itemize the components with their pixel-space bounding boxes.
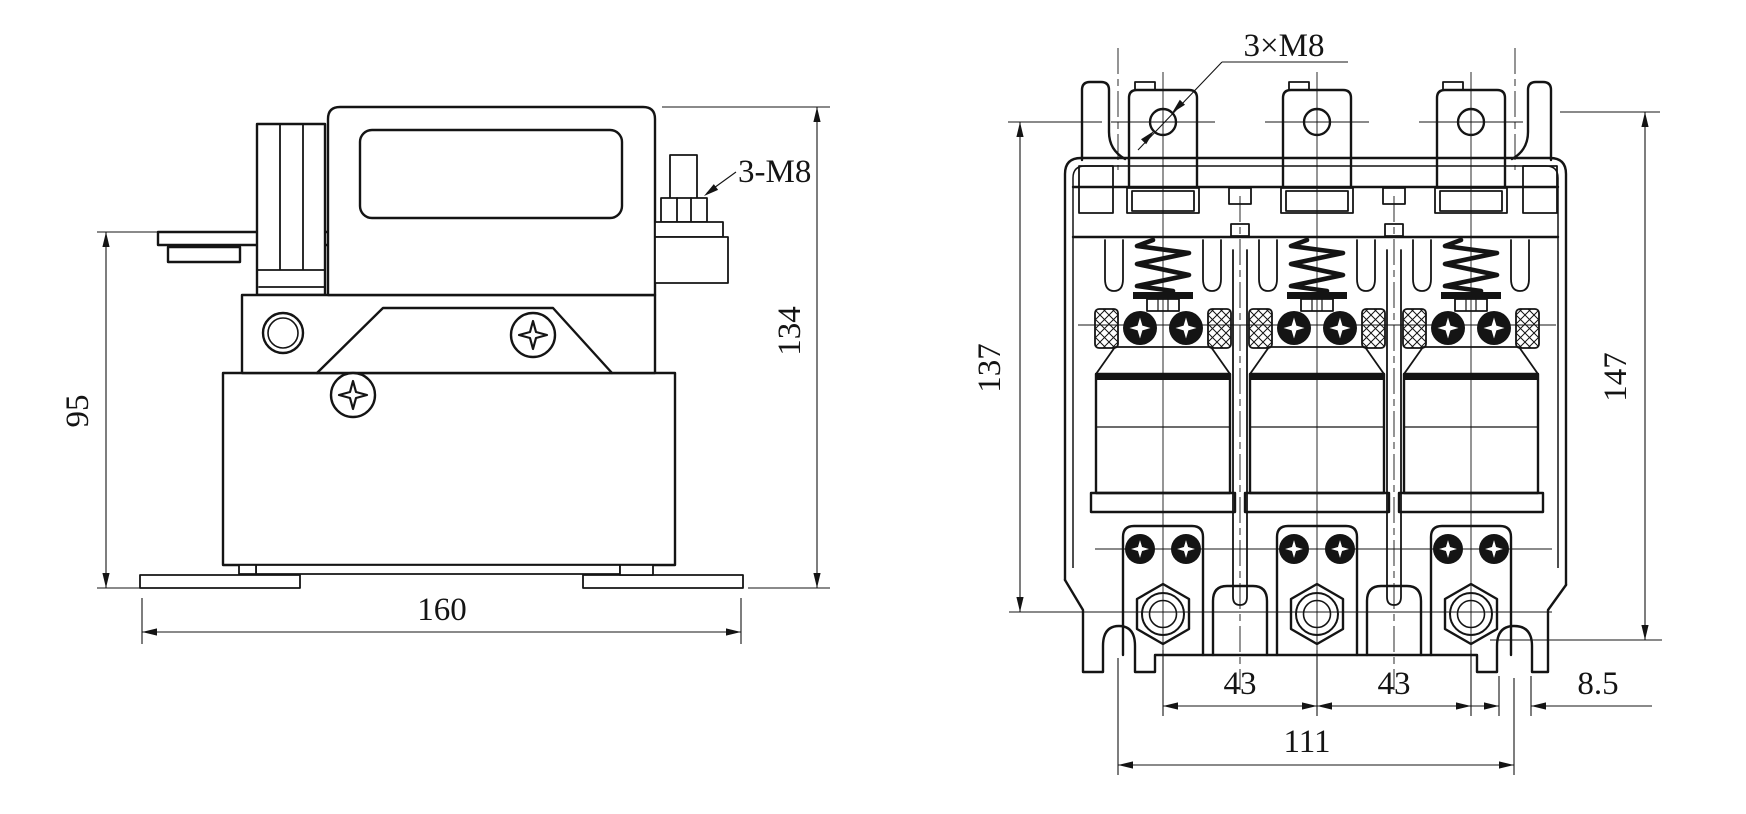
dim-111: 111 [1117,658,1515,775]
dim-8-5-label: 8.5 [1577,666,1618,702]
pole-1 [1091,72,1235,658]
ear-left [1080,80,1127,162]
dim-137-label: 137 [972,343,1008,393]
pivot-hole [261,311,305,355]
dim-95: 95 [60,231,158,589]
dim-43-right: 43 [1317,650,1472,716]
dim-147-label: 147 [1598,352,1634,402]
terminal-thread-label: 3-M8 [738,154,811,190]
dim-160: 160 [141,592,742,644]
label-3xM8: 3×M8 [1137,28,1348,151]
arc-chamber [326,105,657,297]
terminal-thread-label: 3×M8 [1244,28,1325,64]
pole-3 [1399,72,1543,658]
label-3-M8: 3-M8 [701,154,811,199]
dim-43-left: 43 [1162,650,1318,716]
pole-2 [1245,72,1389,658]
dim-8-5: 8.5 [1455,666,1652,716]
dim-95-label: 95 [60,395,96,428]
base-and-feet [1063,578,1568,674]
cover-screw-upper [509,311,557,359]
cover-screw-lower [329,371,377,419]
base-body [139,371,744,589]
side-view: 95 160 134 3-M8 [60,105,830,644]
dim-147: 147 [1560,111,1660,640]
dim-43b-label: 43 [1378,666,1411,702]
armature-bar [255,122,327,297]
yoke-line [315,306,614,375]
dim-160-label: 160 [417,592,467,628]
foot-left [139,574,301,589]
dim-43a-label: 43 [1224,666,1257,702]
dim-134-label: 134 [772,306,808,356]
magnet-housing [240,293,657,375]
front-view: 137 147 3×M8 43 43 [972,28,1662,775]
nameplate [358,128,624,220]
dim-137: 137 [972,121,1102,612]
dim-111-label: 111 [1283,724,1330,760]
coil-terminal-side [654,154,729,284]
foot-right [582,574,744,589]
ear-right [1510,80,1553,162]
dim-134: 134 [662,106,830,589]
